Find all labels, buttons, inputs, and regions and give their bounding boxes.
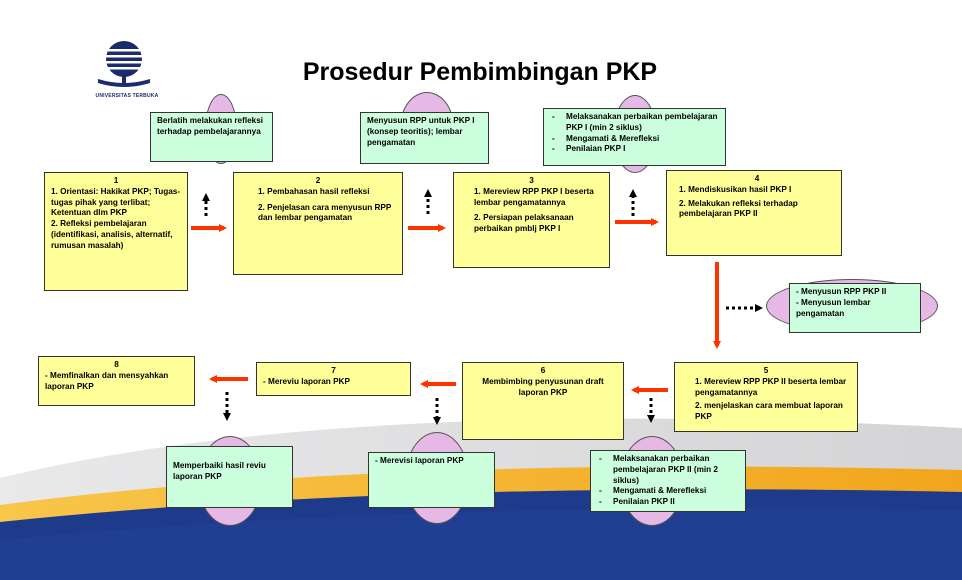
step-number: 8 [114,360,119,369]
step-box-6: 6 Membimbing penyusunan draft laporan PK… [462,362,624,440]
activity-line: Memperbaiki hasil reviu laporan PKP [173,461,266,481]
step-number: 1 [113,176,119,185]
activity-item: -Penilaian PKP II [599,497,675,507]
logo-text: UNIVERSITAS TERBUKA [95,93,159,99]
step-line: 1. Mereview RPP PKP II beserta lembar pe… [695,376,847,397]
step-box-5: 5 1. Mereview RPP PKP II beserta lembar … [674,362,858,432]
page-title: Prosedur Pembimbingan PKP [302,58,658,86]
step-number: 7 [331,366,336,375]
step-box-3: 3 1. Mereview RPP PKP I beserta lembar p… [453,172,610,268]
step-box-8: 8 - Memfinalkan dan mensyahkan laporan P… [38,356,195,406]
activity-line: Mengamati & Merefleksi [613,486,707,496]
step-line: 2. Persiapan pelaksanaan perbaikan pmblj… [474,213,574,234]
activity-line: - Merevisi laporan PKP [375,456,464,465]
activity-line: Mengamati & Merefleksi [566,133,660,143]
step-line: 2. Penjelasan cara menyusun RPP dan lemb… [258,202,392,223]
step-box-2: 2 1. Pembahasan hasil refleksi 2. Penjel… [233,172,403,275]
activity-item: -Mengamati & Merefleksi [552,133,660,143]
universitas-terbuka-logo-icon [98,41,150,87]
activity-line: - Menyusun RPP PKP II [796,287,887,296]
activity-box-5: -Melaksanakan perbaikan pembelajaran PKP… [590,450,746,512]
step-line: 1. Mereview RPP PKP I beserta lembar pen… [474,186,594,207]
activity-box-1: Berlatih melakukan refleksi terhadap pem… [150,112,273,162]
step-line: 2. Refleksi pembelajaran (identifikasi, … [51,219,173,250]
activity-box-6: - Merevisi laporan PKP [368,452,495,508]
activity-line: Berlatih melakukan refleksi terhadap pem… [157,116,264,136]
step-line: - Memfinalkan dan mensyahkan laporan PKP [45,370,169,391]
activity-box-3: -Melaksanakan perbaikan pembelajaran PKP… [543,108,726,166]
activity-box-7: Memperbaiki hasil reviu laporan PKP [166,446,293,508]
step-line: 1. Pembahasan hasil refleksi [258,186,370,196]
activity-line: Penilaian PKP II [613,497,675,507]
step-box-7: 7 - Mereviu laporan PKP [256,362,411,396]
step-number: 6 [540,366,546,375]
step-number: 4 [754,174,760,183]
activity-line: Penilaian PKP I [566,144,626,154]
activity-item: -Melaksanakan perbaikan pembelajaran PKP… [599,454,739,486]
step-line: 2. menjelaskan cara membuat laporan PKP [695,401,843,422]
step-box-1: 1 1. Orientasi: Hakikat PKP; Tugas-tugas… [44,172,188,291]
activity-item: -Melaksanakan perbaikan pembelajaran PKP… [552,112,718,132]
activity-line: Melaksanakan perbaikan pembelajaran PKP … [613,454,718,485]
step-line: 1. Mendiskusikan hasil PKP I [679,184,792,194]
step-number: 2 [315,176,321,185]
step-line: 2. Melakukan refleksi terhadap pembelaja… [679,198,798,219]
activity-box-2: Menyusun RPP untuk PKP I (konsep teoriti… [360,112,489,164]
activity-line: - Menyusun lembar pengamatan [796,297,871,318]
activity-line: Menyusun RPP untuk PKP I (konsep teoriti… [367,116,475,147]
activity-line: Melaksanakan perbaikan pembelajaran PKP … [566,112,718,132]
step-line: - Mereviu laporan PKP [263,376,350,386]
step-box-4: 4 1. Mendiskusikan hasil PKP I 2. Melaku… [666,170,842,256]
activity-item: -Penilaian PKP I [552,144,626,154]
step-line: 1. Orientasi: Hakikat PKP; Tugas-tugas p… [51,186,181,218]
activity-item: -Mengamati & Merefleksi [599,486,707,496]
step-number: 3 [529,176,534,185]
university-logo: UNIVERSITAS TERBUKA [78,35,176,105]
step-number: 5 [763,366,769,375]
step-line: Membimbing penyusunan draft laporan PKP [482,376,604,397]
activity-box-4: - Menyusun RPP PKP II - Menyusun lembar … [789,283,921,333]
